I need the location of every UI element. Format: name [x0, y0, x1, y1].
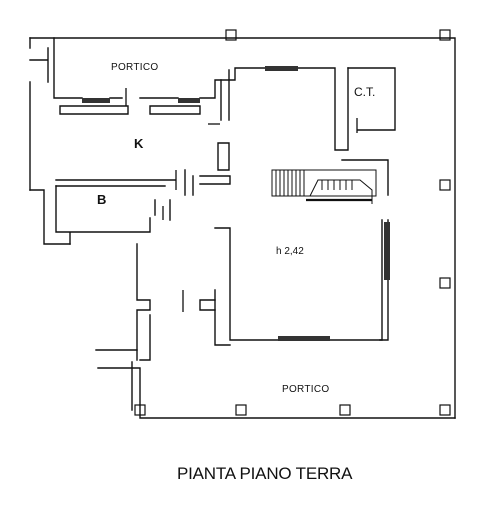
pillar	[439, 404, 451, 416]
pillar	[439, 179, 451, 191]
wall	[29, 47, 49, 83]
wall	[199, 299, 216, 311]
pillar	[134, 404, 146, 416]
pillar	[225, 29, 237, 41]
window	[278, 336, 330, 341]
pillar	[439, 277, 451, 289]
room-label-kitchen: K	[134, 136, 144, 151]
wall	[55, 179, 176, 187]
wall	[29, 189, 71, 245]
wall	[139, 67, 266, 99]
wall	[53, 37, 123, 99]
room-label-portico-top: PORTICO	[111, 62, 159, 73]
outer-wall	[29, 37, 456, 419]
pillar	[235, 404, 247, 416]
room-label-centrale-termica: C.T.	[354, 85, 376, 99]
wall	[217, 142, 230, 171]
wall	[220, 69, 230, 121]
wall	[347, 67, 396, 131]
window	[82, 98, 110, 103]
pillar	[439, 29, 451, 41]
window	[178, 98, 200, 103]
staircase	[271, 169, 377, 204]
wall	[341, 159, 389, 196]
room-label-living-height: h 2,42	[276, 246, 304, 257]
wall	[136, 243, 151, 361]
room-label-bath: B	[97, 192, 107, 207]
pillar	[339, 404, 351, 416]
wall	[214, 289, 231, 346]
wall	[154, 199, 171, 221]
plan-title: PIANTA PIANO TERRA	[177, 464, 353, 483]
wall	[149, 105, 201, 115]
room-label-portico-bottom: PORTICO	[282, 384, 330, 395]
window	[384, 222, 390, 280]
wall	[55, 185, 151, 245]
wall	[59, 105, 129, 115]
wall	[297, 67, 349, 151]
wall	[214, 219, 383, 341]
wall	[95, 349, 138, 411]
wall	[199, 175, 231, 185]
wall	[139, 314, 151, 361]
wall	[184, 169, 194, 196]
window	[265, 66, 298, 71]
outer-wall	[97, 367, 456, 419]
